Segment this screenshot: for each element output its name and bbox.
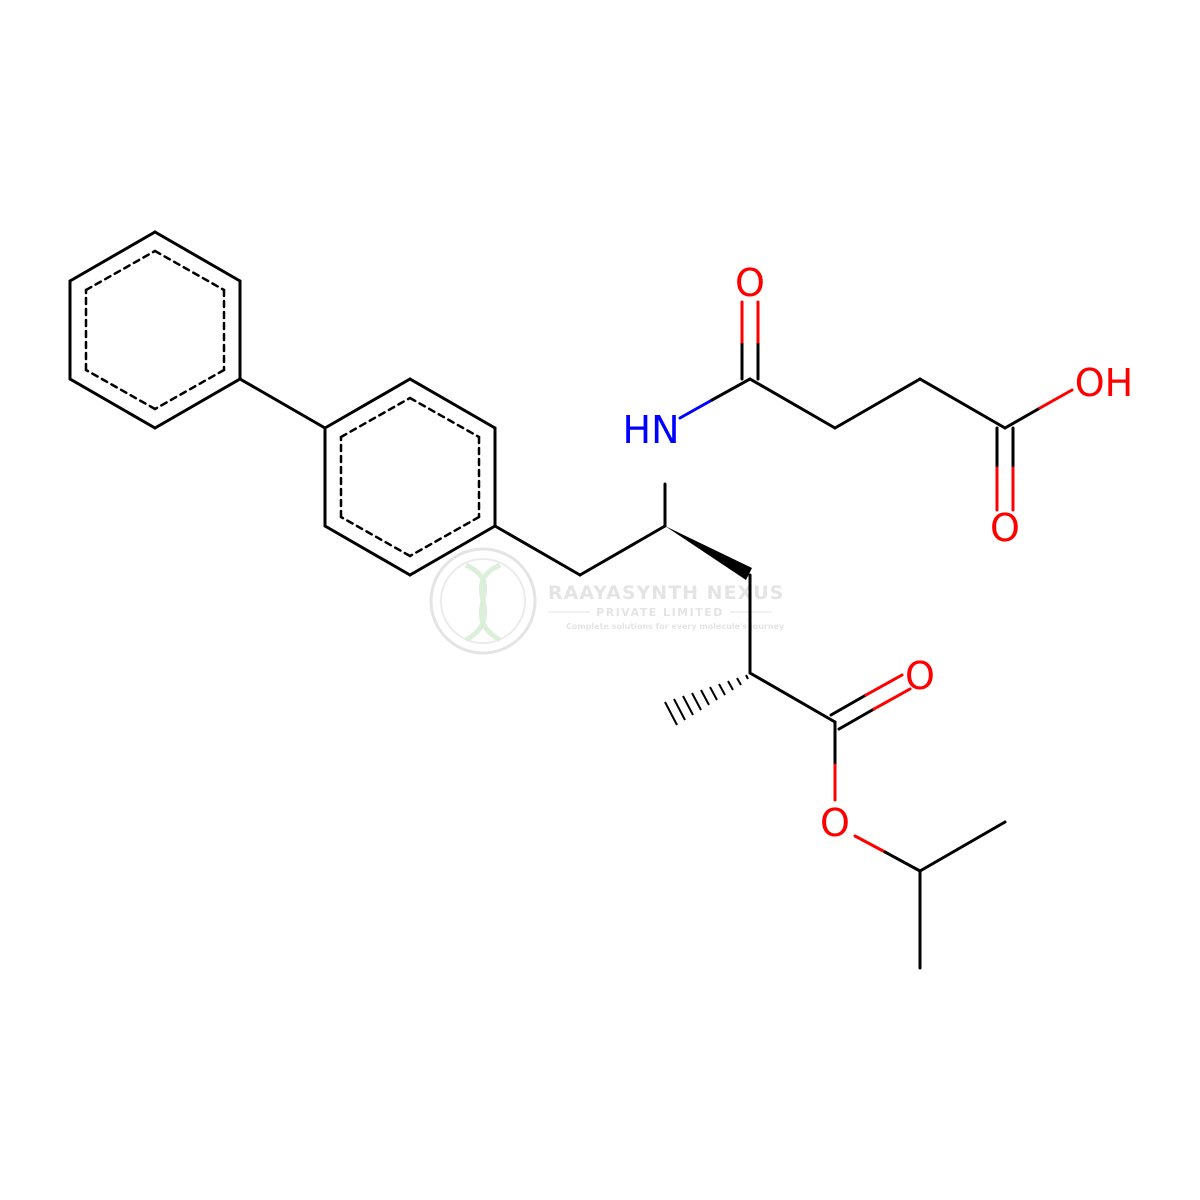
bond-ring-ch2 <box>493 524 582 577</box>
ester-carbonyl-oxygen-label: O <box>905 654 935 698</box>
hashed-bond <box>664 674 749 726</box>
acid-oh-label: OH <box>1075 361 1133 405</box>
bond-chiral2-ester <box>748 671 837 724</box>
bond-ch2-ch2 <box>833 377 922 430</box>
watermark-subtitle: PRIVATE LIMITED <box>596 606 724 619</box>
ester-oxygen-label: O <box>820 801 850 845</box>
bond-ch2-chiral <box>578 524 667 577</box>
bonds <box>68 230 1074 970</box>
watermark-logo-circle <box>429 547 537 655</box>
watermark-tagline: Complete solutions for every molecule's … <box>566 622 785 631</box>
phenyl-ring-inner <box>323 377 497 577</box>
bond-ch2-acid <box>918 377 1007 430</box>
atom-labels: HN O OH O O O <box>623 261 1134 845</box>
aromatic-dashes-terminal <box>84 249 226 411</box>
watermark-dna-icon <box>464 562 502 643</box>
amide-nh-label: HN <box>623 408 680 452</box>
biphenyl-bond <box>238 377 327 430</box>
phenyl-ring-terminal <box>68 230 242 430</box>
wedge-bond <box>665 526 752 580</box>
watermark: RAAYASYNTH NEXUS PRIVATE LIMITED Complet… <box>429 547 785 655</box>
aromatic-dashes-inner <box>339 396 481 558</box>
acid-oxygen-label: O <box>990 506 1020 550</box>
bond-n-amide <box>678 398 714 420</box>
watermark-company: RAAYASYNTH NEXUS <box>548 582 784 604</box>
bond-isopropyl-me1 <box>918 820 1007 873</box>
amide-oxygen-label: O <box>735 261 765 305</box>
bond-amide-ch2 <box>748 377 837 430</box>
